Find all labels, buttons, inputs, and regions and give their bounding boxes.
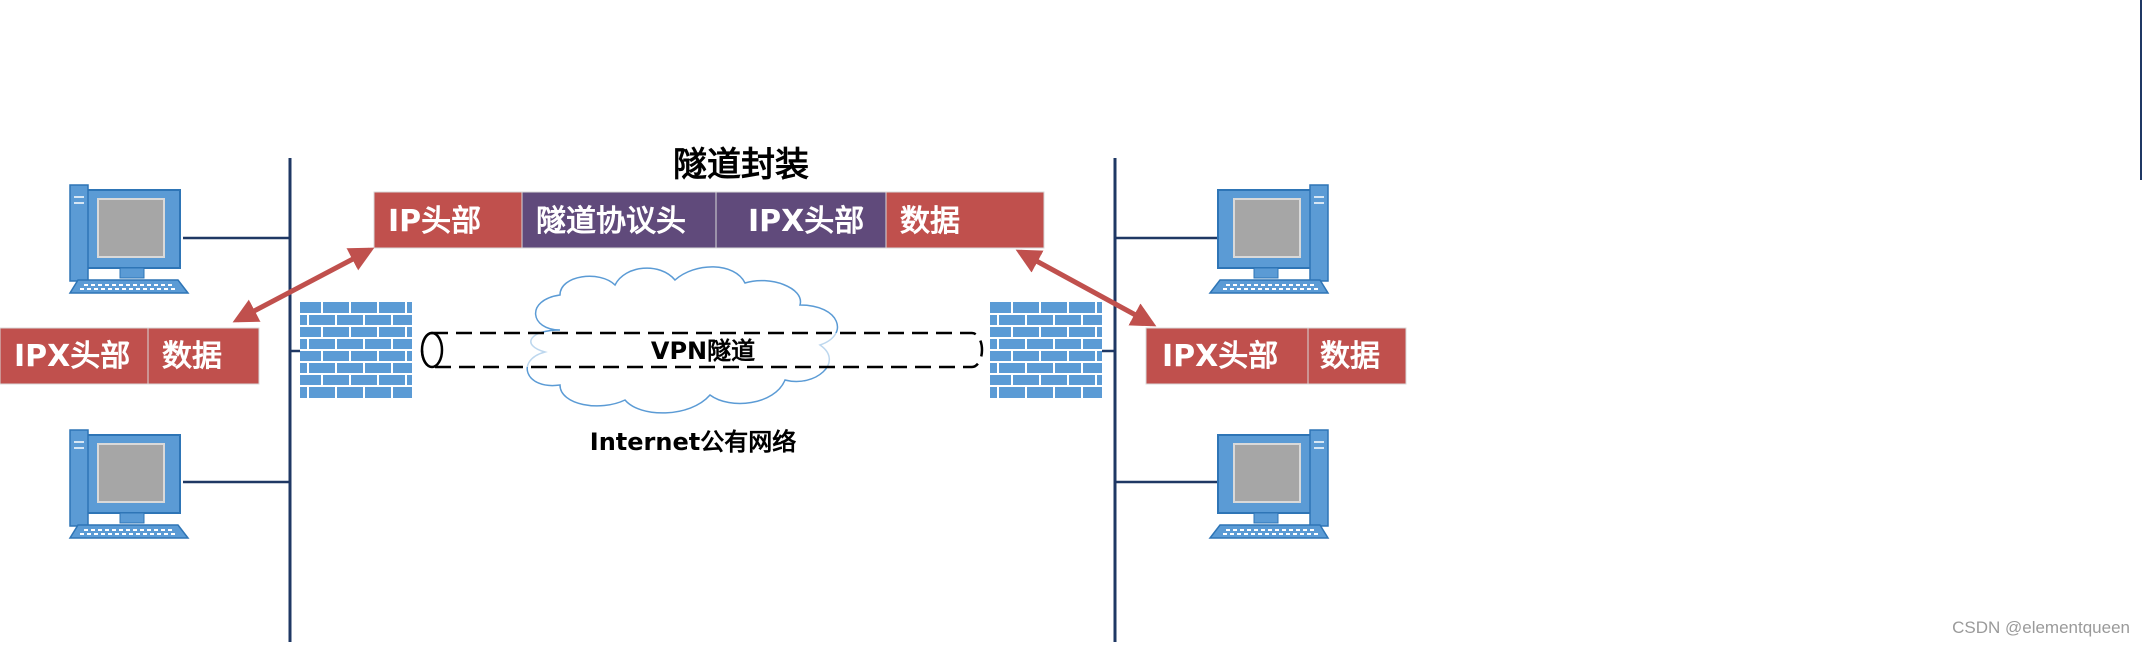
diagram-title: 隧道封装 [673,145,809,185]
packet-field [1307,327,1407,385]
packet-field-label: 隧道协议头 [536,204,686,239]
packet-field [373,191,523,249]
packet-field-label: 数据 [900,204,960,239]
encapsulation-arrow-right [1015,249,1157,327]
vpn-tunnel-label: VPN隧道 [651,337,755,365]
packet-field [147,327,260,385]
computer-icon [1209,184,1329,294]
computer-icon [1209,429,1329,539]
packet-field-label: IP头部 [388,204,481,239]
packet-field-label: IPX头部 [14,339,130,374]
computer-icon [69,429,189,539]
packet-field-label: 数据 [1320,339,1380,374]
right-packet: IPX头部 数据 [1145,327,1407,385]
encapsulation-arrow-left [232,247,375,323]
firewall-icon [299,301,413,399]
packet-field [715,191,887,249]
watermark: CSDN @elementqueen [1952,618,2130,637]
top-packet: IP头部 隧道协议头 IPX头部 数据 [373,191,1045,249]
packet-field [0,327,149,385]
packet-field [885,191,1045,249]
packet-field [1145,327,1309,385]
computer-icon [69,184,189,294]
packet-field-label: IPX头部 [748,204,864,239]
vpn-tunnel [420,331,984,369]
left-packet: IPX头部 数据 [0,327,260,385]
packet-field-label: IPX头部 [1162,339,1278,374]
firewall-icon [989,301,1103,399]
packet-field [521,191,717,249]
internet-label: Internet公有网络 [590,428,796,456]
packet-field-label: 数据 [162,339,222,374]
